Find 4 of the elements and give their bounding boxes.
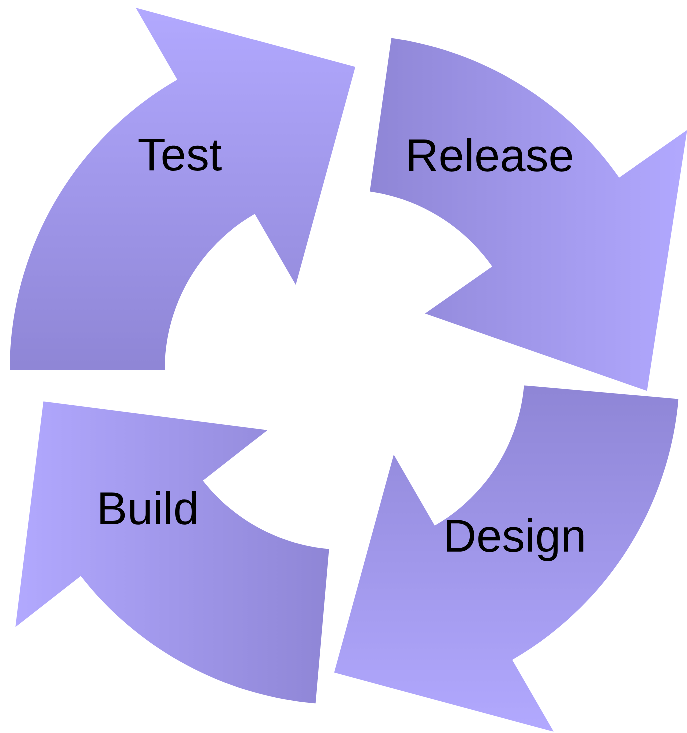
curved-arrow: Release [409, 138, 572, 172]
curved-arrow: Test [138, 138, 222, 172]
curved-arrow: Design [447, 518, 584, 562]
curved-arrow: Build [100, 491, 196, 525]
